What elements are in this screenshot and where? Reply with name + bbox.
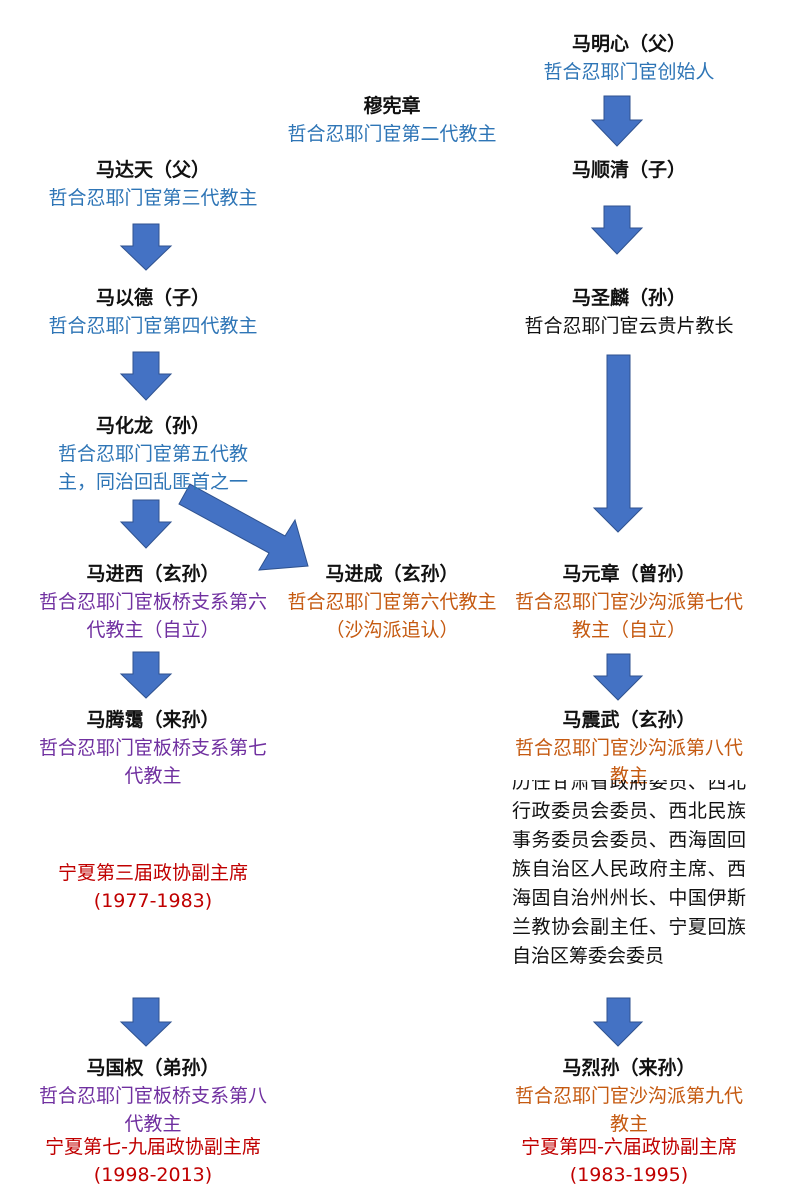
arrow-yuanzhang-to-zhenwu <box>592 653 644 701</box>
node-ma-datian: 马达天（父） 哲合忍耶门宦第三代教主 <box>36 156 270 212</box>
node-name: 马进成（玄孙） <box>325 563 459 585</box>
arrow-shunqing-to-shenglin <box>590 205 644 255</box>
node-desc: 哲合忍耶门宦第五代教主，同治回乱匪首之一 <box>57 443 248 493</box>
node-desc: 哲合忍耶门宦第六代教主（沙沟派追认） <box>287 591 497 641</box>
node-ma-jinxi: 马进西（玄孙） 哲合忍耶门宦板桥支系第六代教主（自立） <box>36 560 270 644</box>
node-name: 马国权（弟孙） <box>86 1057 220 1079</box>
node-name: 马化龙（孙） <box>95 415 210 437</box>
note-zhenwu: 历任甘肃省政府委员、西北行政委员会委员、西北民族事务委员会委员、西海固回族自治区… <box>512 780 746 967</box>
node-ma-zhenwu: 马震武（玄孙） 哲合忍耶门宦沙沟派第八代教主 <box>512 706 746 790</box>
node-desc: 哲合忍耶门宦板桥支系第八代教主 <box>38 1085 267 1135</box>
node-name: 马达天（父） <box>95 159 210 181</box>
node-ma-liesun: 马烈孙（来孙） 哲合忍耶门宦沙沟派第九代教主 <box>512 1054 746 1138</box>
node-desc: 哲合忍耶门宦第三代教主 <box>48 187 258 209</box>
arrow-tengai-to-guoquan <box>119 997 173 1047</box>
arrow-zhenwu-to-liesun <box>592 997 644 1047</box>
node-ma-guoquan: 马国权（弟孙） 哲合忍耶门宦板桥支系第八代教主 <box>36 1054 270 1138</box>
node-desc: 哲合忍耶门宦第四代教主 <box>48 315 258 337</box>
node-ma-yuanzhang: 马元章（曾孙） 哲合忍耶门宦沙沟派第七代教主（自立） <box>512 560 746 644</box>
node-name: 马进西（玄孙） <box>86 563 220 585</box>
node-ma-yide: 马以德（子） 哲合忍耶门宦第四代教主 <box>36 284 270 340</box>
node-name: 马腾霭（来孙） <box>86 709 220 731</box>
node-name: 马元章（曾孙） <box>562 563 696 585</box>
node-ma-shunqing: 马顺清（子） <box>512 156 746 184</box>
node-desc: 哲合忍耶门宦板桥支系第六代教主（自立） <box>38 591 267 641</box>
post-liesun: 宁夏第四-六届政协副主席 <box>521 1136 737 1158</box>
note-zhenwu-box: 历任甘肃省政府委员、西北行政委员会委员、西北民族事务委员会委员、西海固回族自治区… <box>512 780 746 986</box>
node-name: 马以德（子） <box>95 287 210 309</box>
arrow-hualong-to-jinxi <box>119 499 173 549</box>
years-liesun: (1983-1995) <box>569 1164 689 1186</box>
node-ma-mingxin: 马明心（父） 哲合忍耶门宦创始人 <box>512 30 746 86</box>
node-desc: 哲合忍耶门宦创始人 <box>543 61 715 83</box>
node-name: 马明心（父） <box>571 33 686 55</box>
post-tengai: 宁夏第三届政协副主席 <box>57 862 248 884</box>
node-name: 马顺清（子） <box>571 159 686 181</box>
node-ma-shenglin: 马圣麟（孙） 哲合忍耶门宦云贵片教长 <box>512 284 746 340</box>
node-desc: 哲合忍耶门宦第二代教主 <box>287 123 497 145</box>
node-desc: 哲合忍耶门宦板桥支系第七代教主 <box>38 737 267 787</box>
arrow-shenglin-to-yuanzhang <box>592 354 644 533</box>
node-ma-tengai: 马腾霭（来孙） 哲合忍耶门宦板桥支系第七代教主 <box>36 706 270 790</box>
arrow-mingxin-to-shunqing <box>590 95 644 147</box>
arrow-hualong-to-jincheng <box>178 483 309 571</box>
node-ma-hualong: 马化龙（孙） 哲合忍耶门宦第五代教主，同治回乱匪首之一 <box>46 412 260 496</box>
arrow-datian-to-yide <box>119 223 173 271</box>
years-tengai: (1977-1983) <box>93 890 213 912</box>
node-mu-xianzhang: 穆宪章 哲合忍耶门宦第二代教主 <box>270 92 514 148</box>
node-name: 马烈孙（来孙） <box>562 1057 696 1079</box>
node-desc: 哲合忍耶门宦沙沟派第九代教主 <box>514 1085 743 1135</box>
node-name: 穆宪章 <box>363 95 421 117</box>
node-desc: 哲合忍耶门宦云贵片教长 <box>524 315 734 337</box>
arrow-jinxi-to-tengai <box>119 651 173 699</box>
node-ma-jincheng: 马进成（玄孙） 哲合忍耶门宦第六代教主（沙沟派追认） <box>272 560 512 644</box>
node-name: 马圣麟（孙） <box>571 287 686 309</box>
arrow-yide-to-hualong <box>119 351 173 401</box>
years-guoquan: (1998-2013) <box>93 1164 213 1186</box>
node-desc: 哲合忍耶门宦沙沟派第七代教主（自立） <box>514 591 743 641</box>
node-name: 马震武（玄孙） <box>562 709 696 731</box>
post-guoquan: 宁夏第七-九届政协副主席 <box>45 1136 261 1158</box>
node-desc: 哲合忍耶门宦沙沟派第八代教主 <box>514 737 743 787</box>
